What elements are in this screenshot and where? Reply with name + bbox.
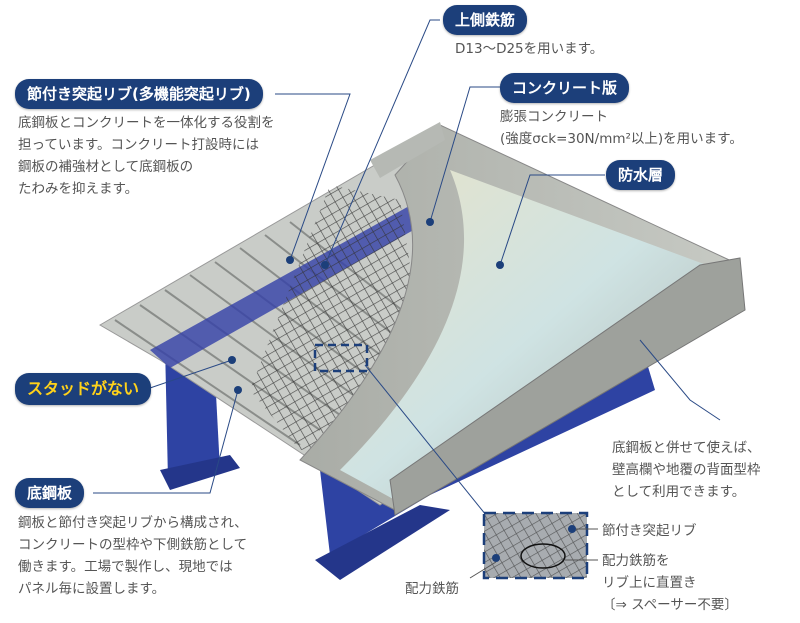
girder-bottom-flange	[160, 455, 240, 490]
waterproof-layer-label: 防水層	[606, 160, 676, 190]
inset-rib-label: 節付き突起リブ	[602, 523, 697, 539]
text-line: リブ上に直置き	[602, 575, 697, 591]
leader-line-upper-rebar	[324, 19, 440, 266]
rib	[114, 319, 301, 446]
side-form-description: 底鋼板と併せて使えば、 壁高欄や地覆の背面型枠 として利用できます。	[612, 437, 761, 503]
leader-line-waterproof-layer	[499, 174, 605, 266]
leader-line-rib	[275, 93, 351, 261]
text-line: たわみを抑えます。	[18, 181, 139, 197]
text-line: として利用できます。	[612, 484, 746, 500]
no-stud-label: スタッドがない	[15, 373, 152, 405]
leader-lines	[93, 19, 721, 521]
upper-form-edge	[370, 122, 445, 178]
leader-line-side-form	[639, 339, 721, 421]
callout-dot	[228, 356, 236, 364]
callout-dot	[426, 218, 434, 226]
text-line: 壁高欄や地覆の背面型枠	[612, 462, 761, 478]
inset-distribution-rebar-label: 配力鉄筋	[405, 581, 459, 597]
inset-rebar-closeup	[469, 511, 598, 580]
inset-dashed-frame	[482, 511, 589, 580]
text-line: 底鋼板と併せて使えば、	[612, 440, 761, 456]
text-line: 担っています。コンクリート打設時には	[18, 137, 259, 153]
text-line: パネル毎に設置します。	[18, 581, 166, 597]
inset-direct-place-note: 配力鉄筋を リブ上に直置き 〔⇒ スペーサー不要〕	[602, 550, 738, 616]
bottom-plate-label: 底鋼板	[15, 478, 85, 508]
leader-line-no-stud	[149, 359, 233, 389]
concrete-slab-label: コンクリート版	[500, 73, 630, 103]
upper-rebar-label: 上側鉄筋	[443, 5, 528, 35]
inset-highlight-circle	[520, 543, 566, 569]
upper-rebar-description: D13〜D25を用います。	[455, 38, 603, 60]
callout-dot	[234, 386, 242, 394]
girder-bottom-flange	[315, 505, 450, 580]
leader-line-concrete-slab	[429, 86, 500, 223]
leader-line-bottom-plate	[93, 389, 239, 494]
inset-rebar-dot	[492, 554, 500, 562]
inset-focus-marker	[313, 343, 369, 373]
text-line: コンクリートの型枠や下側鉄筋として	[18, 537, 248, 553]
rib-label: 節付き突起リブ(多機能突起リブ)	[15, 79, 263, 109]
text-line: 底鋼板とコンクリートを一体化する役割を	[18, 115, 275, 131]
inset-rebar-mesh	[484, 513, 587, 578]
text-line: 鋼板と節付き突起リブから構成され、	[18, 515, 248, 531]
text-line: 配力鉄筋を	[602, 553, 670, 569]
callout-dot	[496, 261, 504, 269]
concrete-slab-description: 膨張コンクリート (強度σck=30N/mm²以上)を用います。	[500, 106, 743, 150]
text-line: 〔⇒ スペーサー不要〕	[602, 597, 738, 613]
waterproof-layer	[340, 170, 720, 500]
inset-rebar-leader	[469, 561, 497, 579]
text-line: (強度σck=30N/mm²以上)を用います。	[500, 131, 743, 147]
bottom-plate-description: 鋼板と節付き突起リブから構成され、 コンクリートの型枠や下側鉄筋として 働きます…	[18, 512, 248, 600]
callout-dot	[286, 256, 294, 264]
callout-dots	[228, 218, 504, 394]
text-line: 膨張コンクリート	[500, 109, 608, 125]
rib-description: 底鋼板とコンクリートを一体化する役割を 担っています。コンクリート打設時には 鋼…	[18, 112, 275, 200]
text-line: 鋼板の補強材として底鋼板の	[18, 159, 194, 175]
inset-rib-dot	[568, 525, 576, 533]
callout-dot	[321, 261, 329, 269]
leader-line-inset	[364, 364, 491, 521]
text-line: D13〜D25を用います。	[455, 41, 604, 57]
text-line: 働きます。工場で製作し、現地では	[18, 559, 233, 575]
side-form	[389, 257, 746, 516]
